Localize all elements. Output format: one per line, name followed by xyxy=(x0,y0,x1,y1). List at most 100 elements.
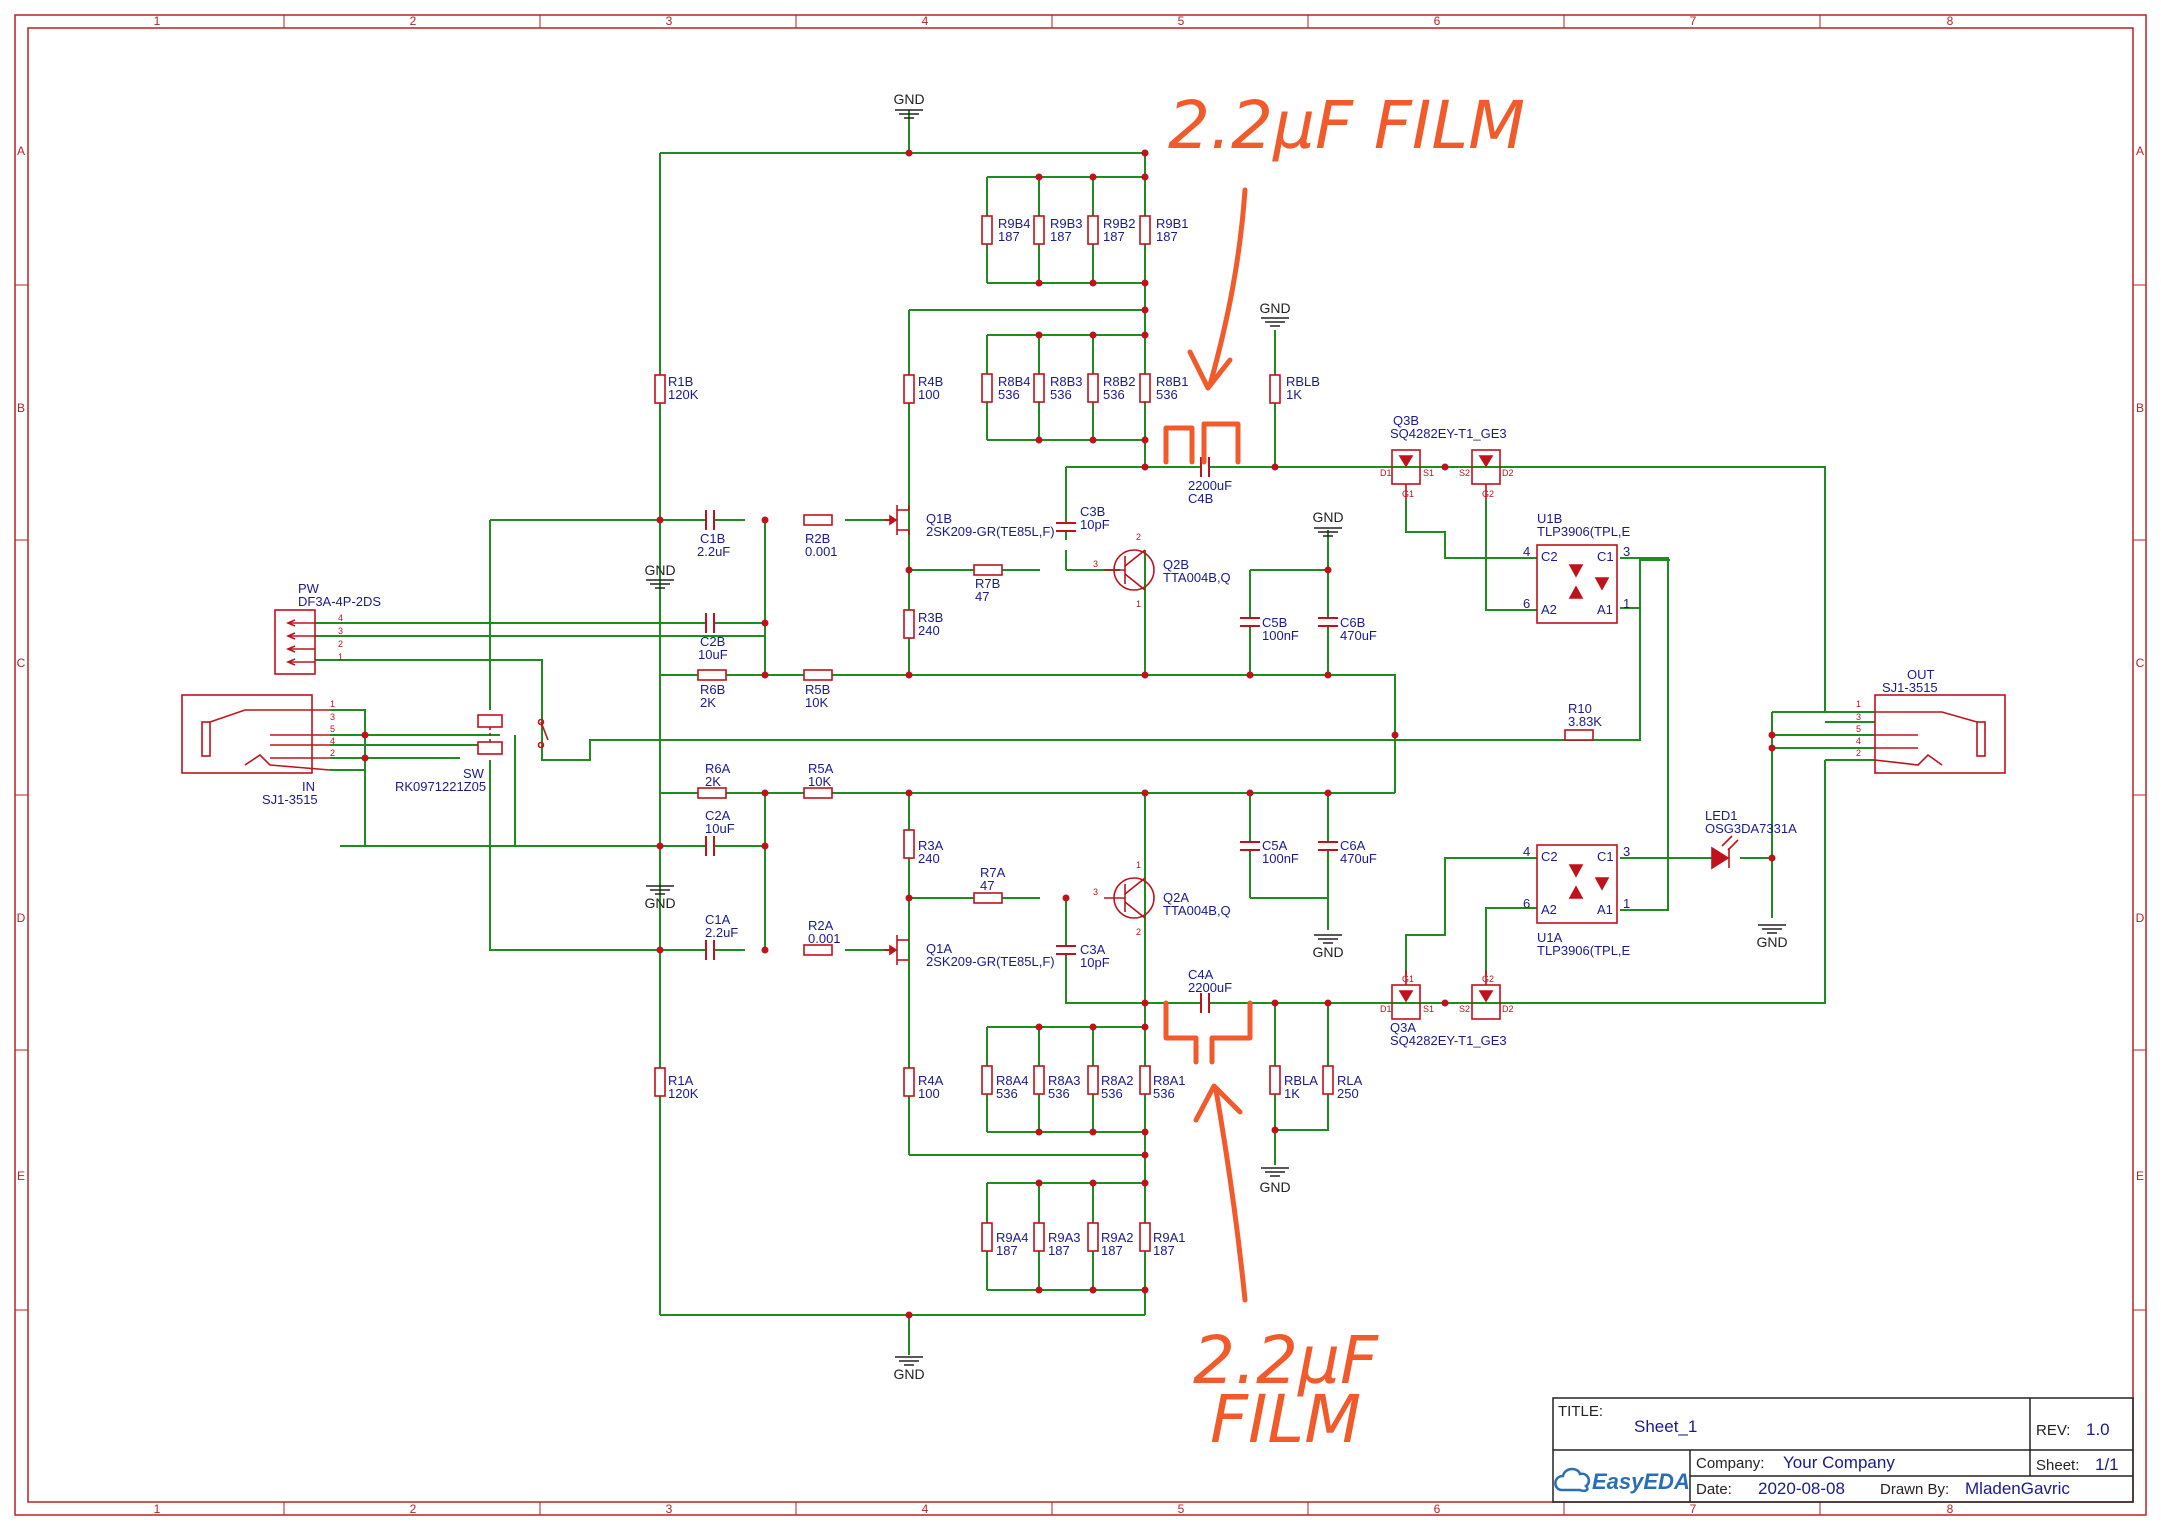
q2b-pin-b: 3 xyxy=(1093,559,1098,569)
gnd-label: GND xyxy=(644,562,675,578)
led-led1[interactable] xyxy=(1711,835,1739,870)
gnd-label: GND xyxy=(1259,300,1290,316)
u1b-pin-3: 3 xyxy=(1623,544,1630,559)
opto-u1b[interactable] xyxy=(1536,544,1618,624)
resistor-r6b[interactable] xyxy=(697,669,727,681)
resistor-rblb[interactable] xyxy=(1269,374,1281,404)
q3b-pin-g1: G1 xyxy=(1402,489,1414,499)
zone-col-7-bottom: 7 xyxy=(1690,1502,1697,1516)
resistor-r8b3[interactable] xyxy=(1033,373,1045,403)
resistor-r9b1[interactable] xyxy=(1139,215,1151,245)
resistor-r7a[interactable] xyxy=(973,892,1003,904)
resistor-r4b[interactable] xyxy=(903,374,915,404)
in-pin-2: 2 xyxy=(330,748,335,758)
gnd-label: GND xyxy=(1756,934,1787,950)
zone-col-3-bottom: 3 xyxy=(666,1502,673,1516)
u1a-pin-c1: C1 xyxy=(1597,849,1614,864)
out-pin-2: 2 xyxy=(1856,748,1861,758)
resistor-r1a[interactable] xyxy=(654,1067,666,1097)
capacitor-c3a[interactable] xyxy=(1056,945,1076,955)
jfet-q1a[interactable] xyxy=(884,935,909,965)
resistor-r10[interactable] xyxy=(1564,729,1594,741)
gnd-symbol xyxy=(1314,934,1342,944)
capacitor-c1a[interactable] xyxy=(705,940,715,960)
handwritten-annotations: 2.2µF FILM 2.2µF FILM xyxy=(1163,87,1525,1458)
resistor-r9a2[interactable] xyxy=(1087,1222,1099,1252)
q2a-pin-b: 3 xyxy=(1093,887,1098,897)
out-pin-5: 5 xyxy=(1856,724,1861,734)
resistor-r4a[interactable] xyxy=(903,1067,915,1097)
zone-col-1-top: 1 xyxy=(154,14,161,28)
resistor-r7b[interactable] xyxy=(973,564,1003,576)
resistor-r2a[interactable] xyxy=(803,944,833,956)
resistor-r5a[interactable] xyxy=(803,787,833,799)
zone-col-6-bottom: 6 xyxy=(1434,1502,1441,1516)
resistor-r8b1[interactable] xyxy=(1139,373,1151,403)
capacitor-c6a[interactable] xyxy=(1318,841,1338,851)
gnd-symbol xyxy=(646,579,674,589)
connector-in[interactable] xyxy=(181,694,331,774)
resistor-r8a1[interactable] xyxy=(1139,1065,1151,1095)
resistor-r9b2[interactable] xyxy=(1087,215,1099,245)
wires xyxy=(315,110,1875,1355)
bjt-q2a[interactable] xyxy=(1104,877,1155,919)
connector-out[interactable] xyxy=(1874,694,2006,774)
capacitor-c5a[interactable] xyxy=(1240,841,1260,851)
gnd-symbols xyxy=(646,109,1786,1366)
gnd-symbol xyxy=(895,109,923,119)
capacitor-c5b[interactable] xyxy=(1240,617,1260,627)
resistor-r2b[interactable] xyxy=(803,514,833,526)
resistor-r8b2[interactable] xyxy=(1087,373,1099,403)
opto-u1a[interactable] xyxy=(1536,844,1618,924)
resistor-r9b3[interactable] xyxy=(1033,215,1045,245)
arrow-down xyxy=(1187,187,1248,391)
resistor-r8a4[interactable] xyxy=(981,1065,993,1095)
resistor-r9a3[interactable] xyxy=(1033,1222,1045,1252)
connector-pw[interactable] xyxy=(274,609,316,675)
resistor-r9a4[interactable] xyxy=(981,1222,993,1252)
resistor-r8b4[interactable] xyxy=(981,373,993,403)
capacitor-c4a[interactable] xyxy=(1200,993,1210,1013)
mosfet-q3a[interactable] xyxy=(1391,970,1501,1020)
sheet-value: 1/1 xyxy=(2095,1455,2119,1474)
zone-row-b-right: B xyxy=(2136,401,2144,415)
resistor-r5b[interactable] xyxy=(803,669,833,681)
gnd-symbol xyxy=(1261,1167,1289,1177)
resistor-r3a[interactable] xyxy=(903,829,915,859)
capacitor-c2a[interactable] xyxy=(705,836,715,856)
capacitor-c6b[interactable] xyxy=(1318,617,1338,627)
resistor-r8a3[interactable] xyxy=(1033,1065,1045,1095)
capacitor-c1b[interactable] xyxy=(705,510,715,530)
resistor-rbla[interactable] xyxy=(1269,1065,1281,1095)
capacitor-c4b[interactable] xyxy=(1200,457,1210,477)
gnd-symbol xyxy=(1314,527,1342,537)
mosfet-q3b[interactable] xyxy=(1391,449,1501,500)
resistor-r6a[interactable] xyxy=(697,787,727,799)
capacitor-c2b[interactable] xyxy=(705,613,715,633)
q2b-pin-e: 1 xyxy=(1136,599,1141,609)
transistors xyxy=(884,449,1501,1020)
switch-sw[interactable] xyxy=(477,714,549,755)
resistor-r8a2[interactable] xyxy=(1087,1065,1099,1095)
resistor-rla[interactable] xyxy=(1322,1065,1334,1095)
resistor-r9b4[interactable] xyxy=(981,215,993,245)
resistor-r1b[interactable] xyxy=(654,374,666,404)
resistor-r3b[interactable] xyxy=(903,609,915,639)
capacitor-c3b[interactable] xyxy=(1056,522,1076,532)
resistor-r9a1[interactable] xyxy=(1139,1222,1151,1252)
bjt-q2b[interactable] xyxy=(1104,549,1155,591)
jfet-q1b[interactable] xyxy=(884,505,910,535)
